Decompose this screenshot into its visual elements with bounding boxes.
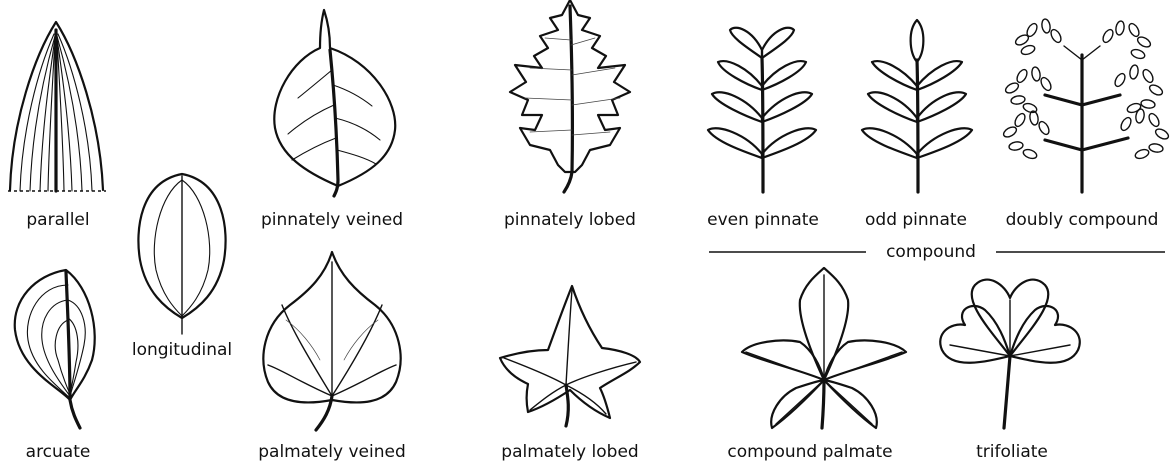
label-even-pinnate: even pinnate bbox=[707, 212, 819, 229]
parallel-leaf-drawing bbox=[8, 22, 106, 191]
odd-pinnate-leaf-drawing bbox=[862, 20, 972, 192]
compound-palmate-leaf-drawing bbox=[742, 268, 906, 428]
label-palmately-veined: palmately veined bbox=[258, 444, 406, 461]
pinnately-lobed-leaf-drawing bbox=[510, 0, 630, 192]
label-trifoliate: trifoliate bbox=[976, 444, 1048, 461]
label-longitudinal: longitudinal bbox=[132, 342, 232, 359]
label-odd-pinnate: odd pinnate bbox=[865, 212, 967, 229]
label-compound-palmate: compound palmate bbox=[727, 444, 892, 461]
even-pinnate-leaf-drawing bbox=[708, 28, 816, 192]
pinnately-veined-leaf-drawing bbox=[274, 10, 395, 196]
palmately-veined-leaf-drawing bbox=[263, 252, 400, 430]
label-parallel: parallel bbox=[26, 212, 89, 229]
longitudinal-leaf-drawing bbox=[138, 174, 225, 334]
arcuate-leaf-drawing bbox=[15, 270, 95, 428]
palmately-lobed-leaf-drawing bbox=[500, 286, 640, 426]
label-palmately-lobed: palmately lobed bbox=[501, 444, 638, 461]
label-compound: compound bbox=[886, 244, 976, 261]
label-doubly-compound: doubly compound bbox=[1006, 212, 1159, 229]
label-pinnately-veined: pinnately veined bbox=[261, 212, 403, 229]
label-pinnately-lobed: pinnately lobed bbox=[504, 212, 636, 229]
label-arcuate: arcuate bbox=[26, 444, 91, 461]
doubly-compound-leaf-drawing bbox=[1002, 18, 1170, 192]
trifoliate-leaf-drawing bbox=[940, 280, 1080, 428]
